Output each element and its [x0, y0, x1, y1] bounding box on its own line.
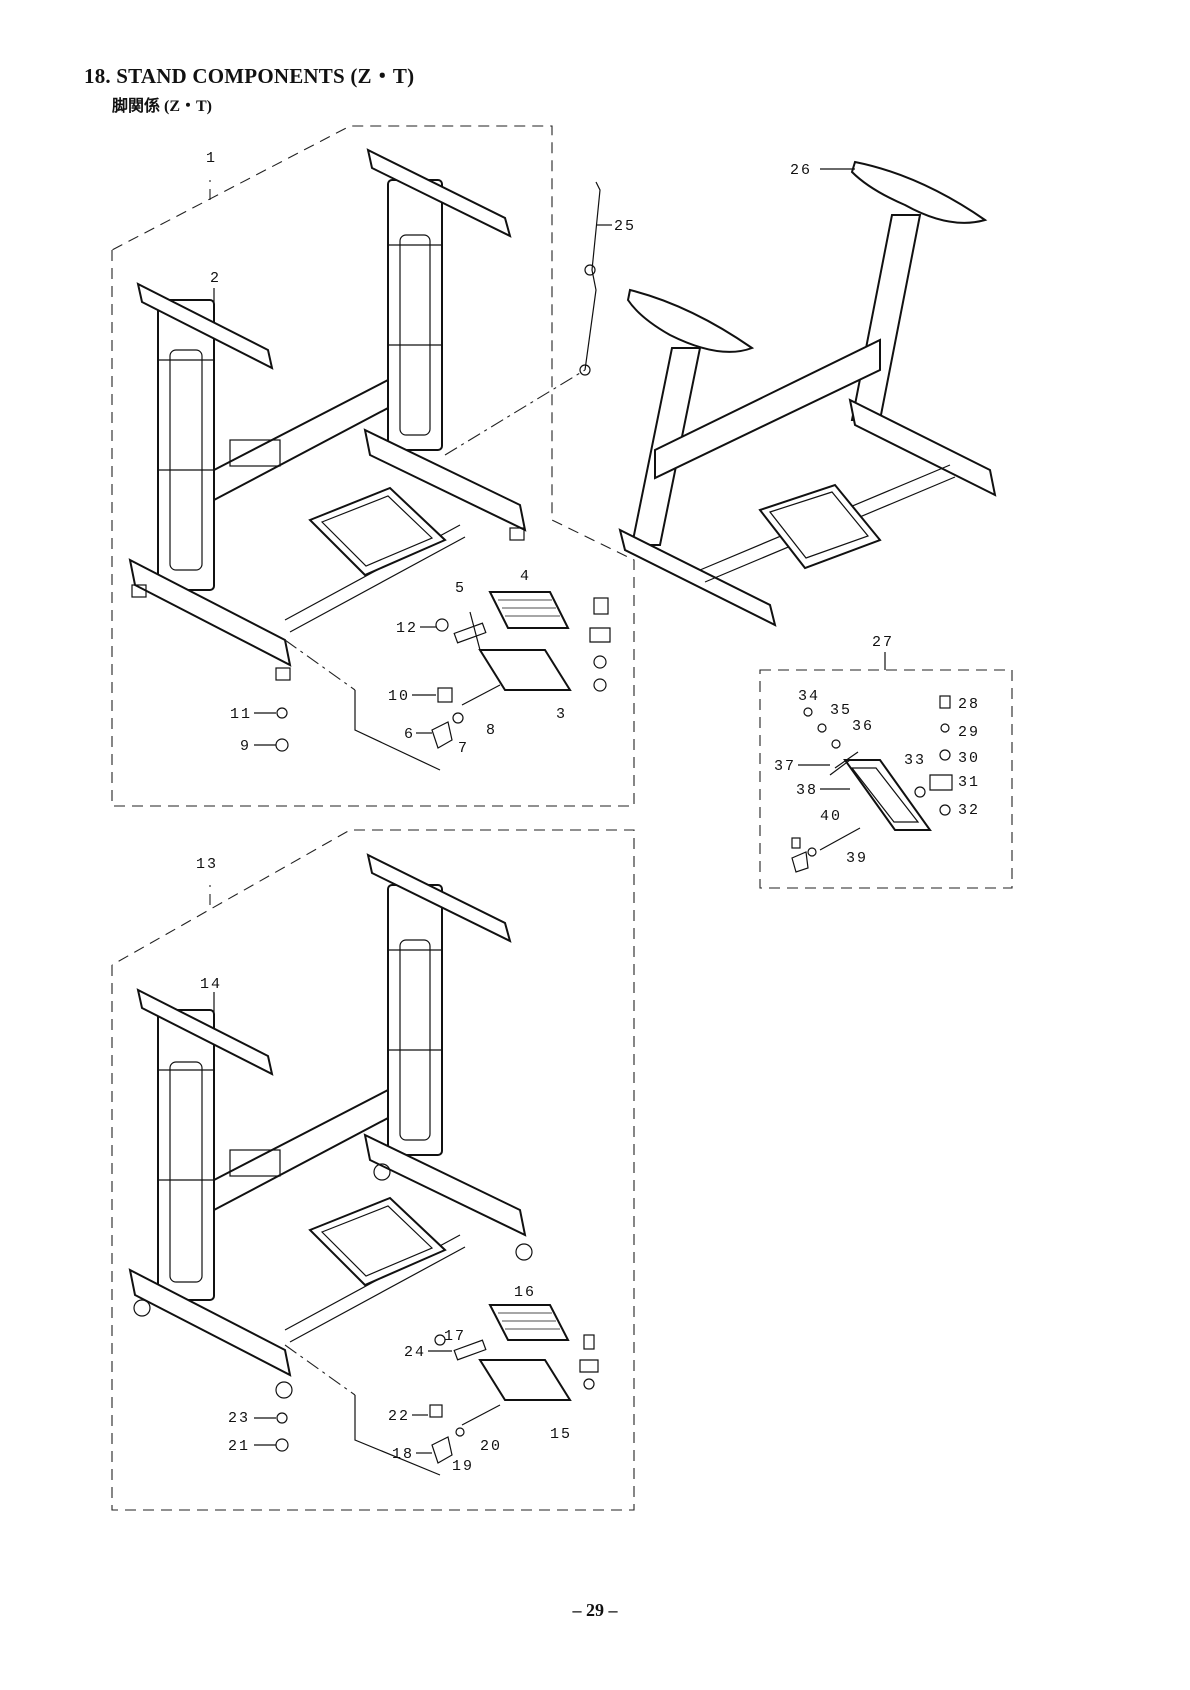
page-title: 18. STAND COMPONENTS (Z・T) — [84, 64, 415, 88]
label-8: 8 — [486, 722, 497, 739]
pedal-parts-27 — [791, 695, 953, 873]
page-number: – 29 – — [572, 1600, 618, 1620]
label-26: 26 — [790, 162, 812, 179]
pedal-parts-1 — [275, 591, 611, 752]
label-11: 11 — [230, 706, 252, 723]
stand-assembly-13-drawing — [128, 853, 533, 1476]
label-37: 37 — [774, 758, 796, 775]
label-38: 38 — [796, 782, 818, 799]
group-27-frame — [759, 652, 1013, 889]
label-28: 28 — [958, 696, 980, 713]
label-20: 20 — [480, 1438, 502, 1455]
label-33: 33 — [904, 752, 926, 769]
stand-assembly-26-drawing — [618, 160, 997, 627]
label-35: 35 — [830, 702, 852, 719]
label-40: 40 — [820, 808, 842, 825]
stand-assembly-1-drawing — [128, 148, 586, 771]
label-15: 15 — [550, 1426, 572, 1443]
part-labels: 1 2 25 26 4 5 12 3 10 8 7 6 11 9 27 34 3… — [196, 150, 980, 1475]
label-18: 18 — [392, 1446, 414, 1463]
label-4: 4 — [520, 568, 531, 585]
label-23: 23 — [228, 1410, 250, 1427]
page-subtitle: 脚関係 (Z・T) — [112, 98, 213, 115]
label-30: 30 — [958, 750, 980, 767]
label-5: 5 — [455, 580, 466, 597]
label-1: 1 — [206, 150, 217, 167]
label-27: 27 — [872, 634, 894, 651]
label-10: 10 — [388, 688, 410, 705]
label-13: 13 — [196, 856, 218, 873]
label-16: 16 — [514, 1284, 536, 1301]
label-6: 6 — [404, 726, 415, 743]
label-32: 32 — [958, 802, 980, 819]
label-22: 22 — [388, 1408, 410, 1425]
label-19: 19 — [452, 1458, 474, 1475]
label-31: 31 — [958, 774, 980, 791]
label-3: 3 — [556, 706, 567, 723]
pedal-parts-13 — [275, 1304, 599, 1464]
label-36: 36 — [852, 718, 874, 735]
stand-assembly-13-frame — [111, 829, 635, 1511]
label-29: 29 — [958, 724, 980, 741]
label-14: 14 — [200, 976, 222, 993]
label-7: 7 — [458, 740, 469, 757]
part-25-rod — [579, 181, 601, 376]
label-21: 21 — [228, 1438, 250, 1455]
label-24: 24 — [404, 1344, 426, 1361]
stand-assembly-1-frame — [111, 125, 635, 807]
label-34: 34 — [798, 688, 820, 705]
label-2: 2 — [210, 270, 221, 287]
label-39: 39 — [846, 850, 868, 867]
label-9: 9 — [240, 738, 251, 755]
label-25: 25 — [614, 218, 636, 235]
label-17: 17 — [444, 1328, 466, 1345]
label-12: 12 — [396, 620, 418, 637]
